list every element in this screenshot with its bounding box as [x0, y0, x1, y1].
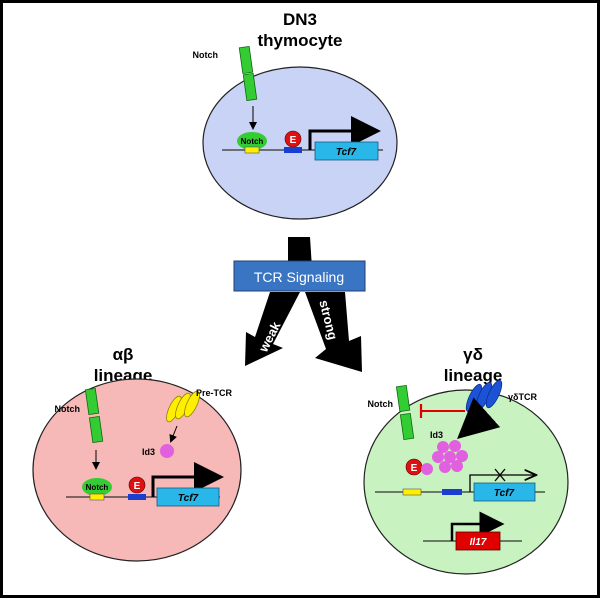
gd-il17-transcription-arrow [450, 511, 505, 541]
gd-notch-binding-site [402, 488, 422, 496]
ab-cell [32, 378, 242, 562]
ab-transcription-arrow [151, 462, 224, 497]
gd-cell [363, 389, 569, 575]
ab-enhancer-label: E [134, 481, 141, 492]
ab-notch-receptor-label: Notch [55, 404, 81, 414]
weak-arrow [245, 292, 300, 366]
gdtcr-id3-arrow [457, 397, 501, 440]
dn3-title-line2: thymocyte [257, 31, 342, 50]
pretcr-id3-arrow [169, 425, 178, 443]
ab-notch-nuclear-label: Notch [86, 483, 109, 492]
notch-nuclear [237, 132, 267, 150]
pretcr-receptor [166, 390, 200, 423]
gd-enhancer-site [442, 489, 462, 495]
tcr-signaling-box [233, 260, 366, 292]
il17-gene [455, 531, 501, 551]
tcf7-gene [314, 141, 379, 161]
ab-enhancer-site [128, 494, 146, 500]
pretcr-label: Pre-TCR [196, 388, 233, 398]
transcription-arrow [308, 116, 381, 150]
ab-notch-receptor [84, 387, 104, 444]
ab-lineage-panel: αβ lineage Notch Pre-TCR Id3 [32, 345, 242, 562]
ab-tcf7-gene-label: Tcf7 [178, 493, 199, 504]
enhancer-site [284, 147, 302, 153]
dn3-thymocyte-panel: DN3 thymocyte Notch Notch E Tcf7 [193, 10, 398, 220]
ab-id3 [160, 444, 174, 458]
gd-enhancer-label: E [411, 463, 418, 474]
ab-title-line1: αβ [113, 345, 134, 364]
gd-id3-bound [421, 463, 433, 475]
tcf7-gene-label: Tcf7 [336, 147, 357, 158]
ab-tcf7-gene [156, 487, 220, 507]
strong-arrow [305, 292, 362, 372]
notch-nuclear-label: Notch [241, 137, 264, 146]
enhancer-label: E [290, 135, 297, 146]
gd-id3-label: Id3 [430, 430, 443, 440]
gd-notch-receptor [395, 384, 415, 441]
signal-stem [288, 237, 312, 268]
il17-gene-label: Il17 [470, 537, 487, 548]
ab-enhancer-protein [128, 476, 146, 494]
gd-title-line2: lineage [444, 366, 503, 385]
ab-id3-label: Id3 [142, 447, 155, 457]
gd-tcr-label: γδTCR [508, 392, 537, 402]
gd-title-line1: γδ [463, 345, 483, 364]
notch-binding-site [244, 146, 260, 154]
gd-id3-cluster [432, 440, 468, 473]
gd-tcf7-gene-label: Tcf7 [494, 488, 515, 499]
dn3-title-line1: DN3 [283, 10, 317, 29]
tcr-signaling-panel: TCR Signaling weak strong [233, 237, 366, 372]
gd-lineage-panel: γδ lineage Notch γδTCR I [363, 345, 569, 575]
ab-notch-nuclear [82, 478, 112, 496]
tcr-signaling-label: TCR Signaling [254, 269, 344, 285]
ab-notch-binding-site [89, 493, 105, 501]
notch-receptor [238, 45, 258, 102]
transcription-blocked-mark [494, 468, 506, 482]
notch-receptor-label: Notch [193, 50, 219, 60]
gd-tcf7-gene [473, 482, 536, 502]
gd-notch-receptor-label: Notch [368, 399, 394, 409]
gd-blocked-transcription-arrow [469, 475, 535, 492]
